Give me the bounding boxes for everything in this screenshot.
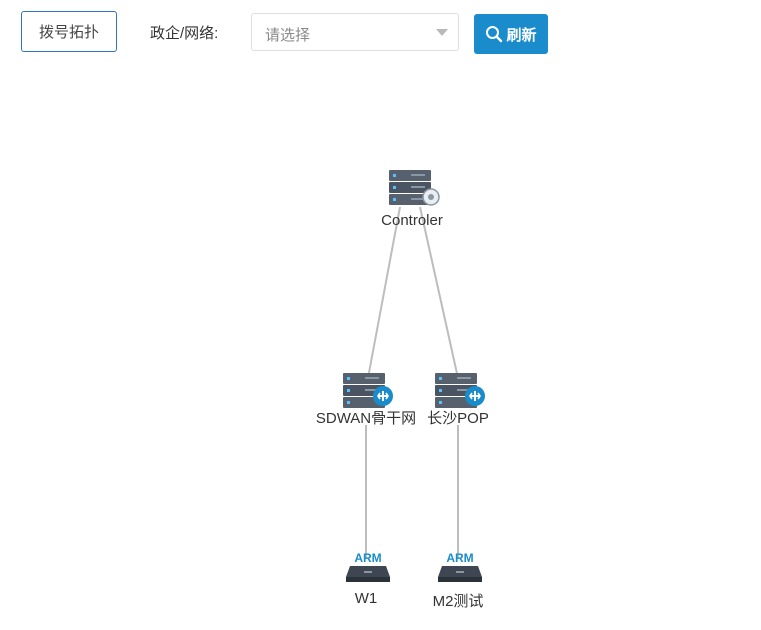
network-filter-label: 政企/网络: bbox=[150, 25, 219, 42]
arm-badge: ARM bbox=[446, 551, 473, 565]
network-select[interactable]: 请选择 bbox=[251, 13, 459, 51]
refresh-button[interactable]: 刷新 bbox=[474, 14, 548, 54]
chevron-down-icon bbox=[436, 29, 448, 36]
sdwan-router-node[interactable] bbox=[343, 373, 393, 408]
device-icon bbox=[346, 566, 390, 582]
sdwan-label: SDWAN骨干网 bbox=[315, 410, 417, 427]
w1-device-node[interactable]: ARM bbox=[346, 551, 390, 582]
changsha-pop-node[interactable] bbox=[435, 373, 485, 408]
server-icon bbox=[389, 170, 431, 205]
gear-icon bbox=[422, 188, 440, 206]
device-icon bbox=[438, 566, 482, 582]
topology-links bbox=[365, 206, 459, 558]
w1-label: W1 bbox=[354, 590, 378, 607]
m2-device-node[interactable]: ARM bbox=[438, 551, 482, 582]
controller-node[interactable] bbox=[389, 170, 440, 206]
changsha-pop-label: 长沙POP bbox=[427, 410, 489, 427]
search-icon bbox=[486, 26, 503, 43]
select-placeholder: 请选择 bbox=[265, 27, 311, 44]
link-controller-pop bbox=[419, 206, 459, 379]
controller-label: Controler bbox=[381, 212, 443, 229]
link-controller-sdwan bbox=[367, 206, 401, 379]
network-route-icon bbox=[373, 386, 393, 406]
m2-label: M2测试 bbox=[432, 593, 484, 610]
dial-topology-button[interactable]: 拨号拓扑 bbox=[21, 11, 117, 52]
refresh-label: 刷新 bbox=[506, 26, 537, 44]
arm-badge: ARM bbox=[354, 551, 381, 565]
network-route-icon bbox=[465, 386, 485, 406]
